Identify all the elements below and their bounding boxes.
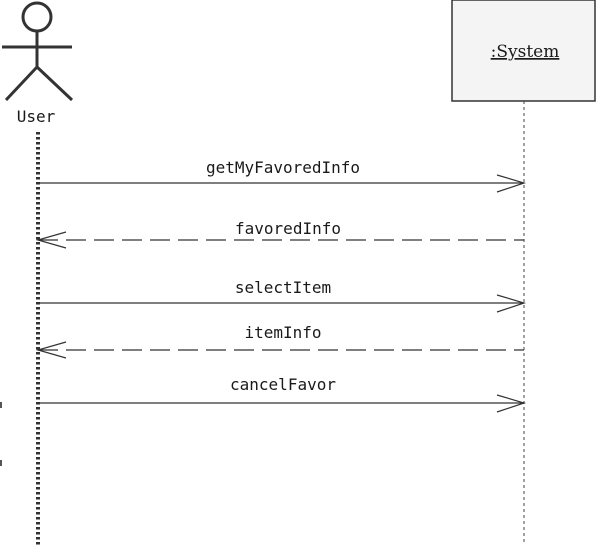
message-select-item: selectItem	[38, 278, 526, 313]
actor-left-leg	[4, 65, 39, 102]
edge-speck	[0, 402, 2, 408]
message-item-info: itemInfo	[35, 323, 524, 359]
user-actor-icon	[2, 1, 74, 102]
open-arrow-right-icon	[496, 294, 526, 313]
system-object-box	[451, 0, 596, 102]
open-arrow-right-icon	[496, 394, 526, 413]
message-cancel-favor: cancelFavor	[38, 375, 526, 413]
actor-head	[21, 1, 53, 33]
open-arrow-left-icon	[35, 341, 67, 359]
message-label: itemInfo	[244, 323, 321, 342]
message-label: getMyFavoredInfo	[206, 158, 360, 177]
message-favored-info: favoredInfo	[35, 219, 524, 249]
actor-name: User	[17, 107, 56, 126]
open-arrow-right-icon	[496, 174, 526, 193]
system-object-label: :System	[491, 42, 560, 62]
open-arrow-left-icon	[35, 231, 67, 249]
actor-right-leg	[35, 65, 74, 102]
message-get-my-favored-info: getMyFavoredInfo	[38, 158, 526, 193]
edge-speck	[0, 460, 2, 466]
message-label: cancelFavor	[230, 375, 336, 394]
message-label: selectItem	[235, 278, 331, 297]
message-label: favoredInfo	[235, 219, 341, 238]
